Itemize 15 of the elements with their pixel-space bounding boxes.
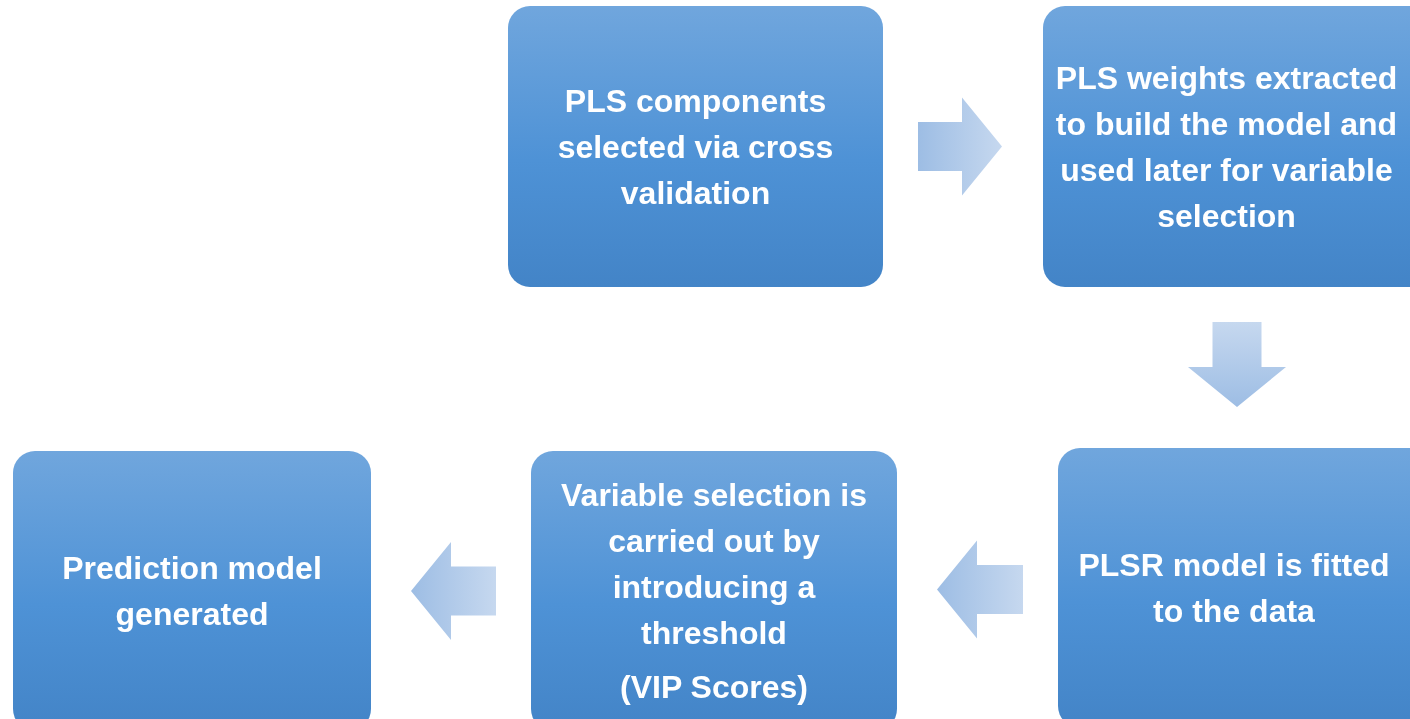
box-label: PLSR model is fitted to the data (1077, 546, 1391, 631)
process-box (13, 451, 371, 719)
process-box (1043, 6, 1410, 287)
process-box (1058, 448, 1410, 719)
box-label: Variable selection is carried out by introducing a threshold (560, 476, 868, 653)
box-label: PLS components selected via cross validation (556, 81, 835, 213)
block-arrow (411, 542, 496, 640)
box-label: Prediction model generated (61, 549, 323, 634)
block-arrow (918, 97, 1002, 196)
process-box (508, 6, 883, 287)
block-arrow (937, 540, 1023, 639)
box-label: (VIP Scores) (620, 668, 808, 707)
process-box (531, 451, 897, 719)
box-label: PLS weights extracted to build the model and used later for variable selection (1055, 58, 1398, 236)
block-arrow (1188, 322, 1286, 407)
